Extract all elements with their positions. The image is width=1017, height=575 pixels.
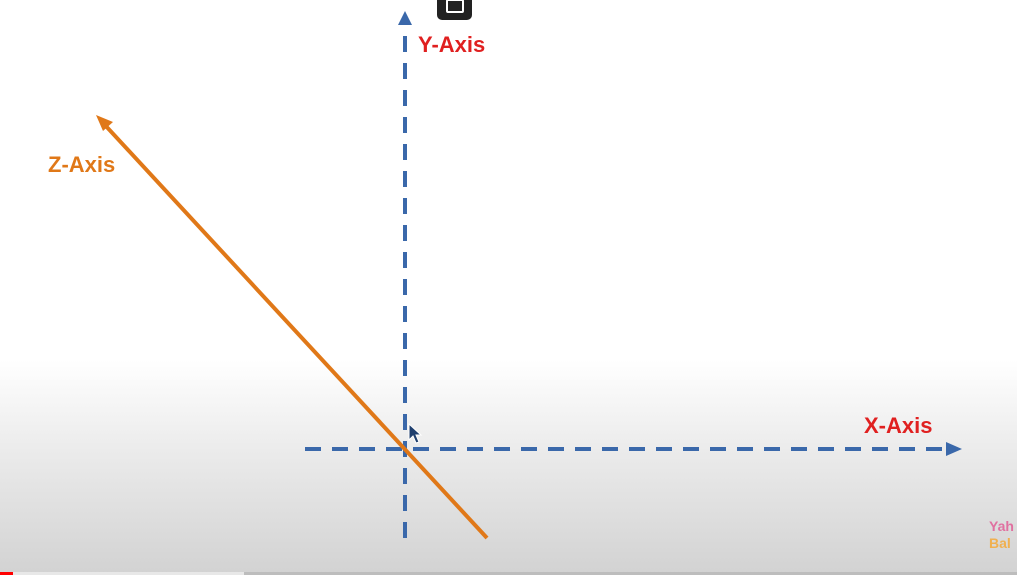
watermark-line-1: Yah [989, 518, 1014, 534]
picture-in-picture-button[interactable] [437, 0, 472, 20]
z-axis-line [102, 122, 489, 540]
channel-watermark: Yah Bal [989, 518, 1014, 552]
watermark-line-2: Bal [989, 535, 1011, 551]
progress-loaded [0, 572, 244, 575]
progress-played [0, 572, 13, 575]
video-progress-bar[interactable] [0, 572, 1017, 575]
z-axis-arrowhead [96, 115, 113, 131]
y-axis-label: Y-Axis [418, 32, 486, 57]
x-axis-arrowhead [946, 442, 962, 456]
x-axis-label: X-Axis [864, 413, 933, 438]
mouse-cursor-icon [408, 422, 423, 444]
picture-in-picture-icon [446, 0, 464, 13]
y-axis-arrowhead [398, 11, 412, 25]
z-axis-label: Z-Axis [48, 152, 116, 177]
background-gradient [0, 360, 1017, 575]
